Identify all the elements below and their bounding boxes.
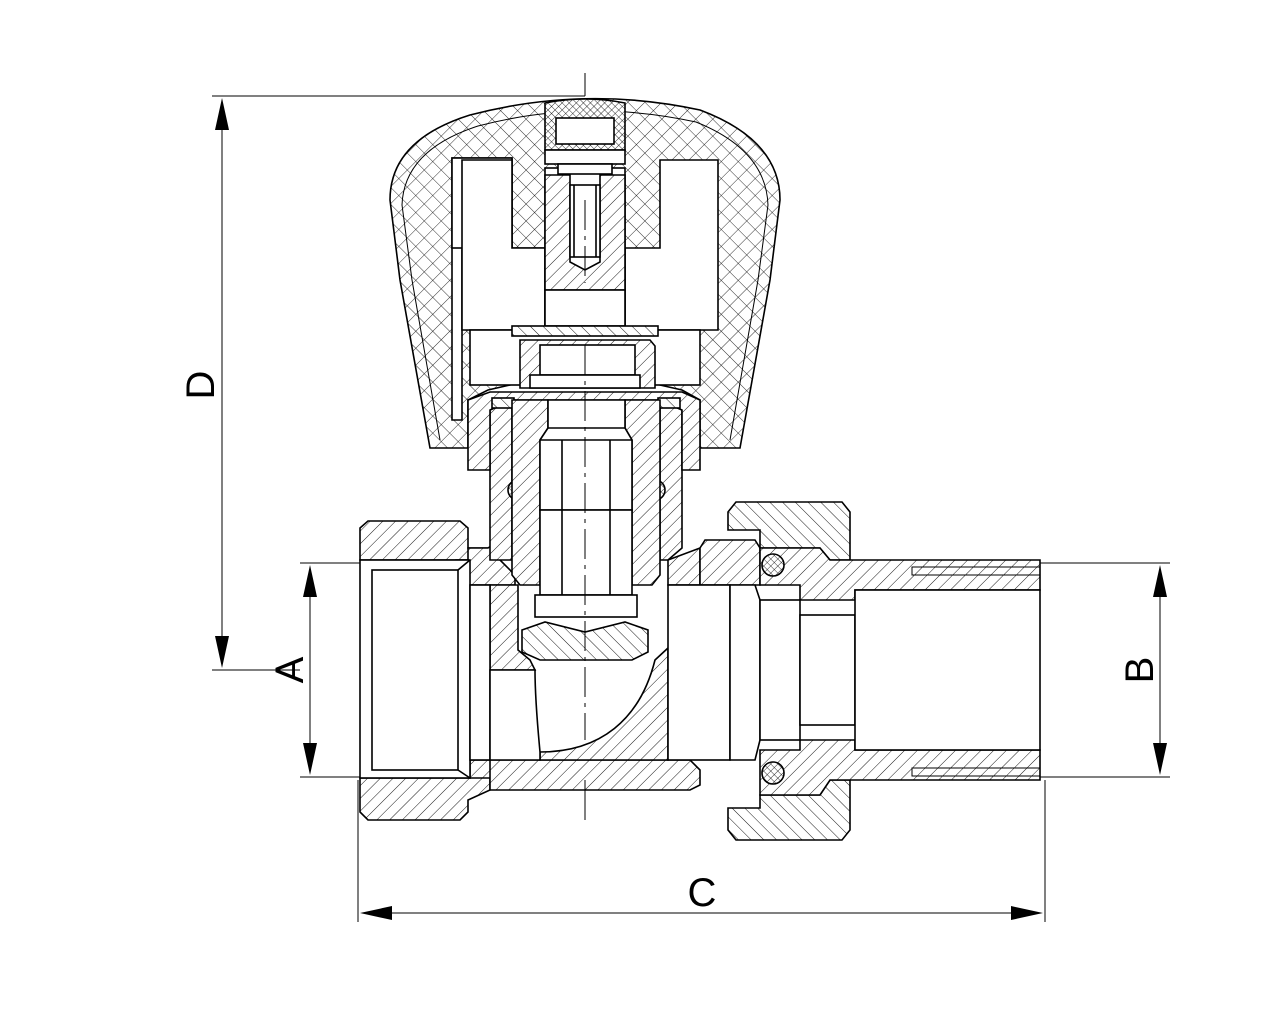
knob-cap: [544, 98, 626, 175]
union-nut: [727, 501, 1041, 841]
dimension-a: A: [268, 562, 362, 778]
tailpiece: [667, 584, 1041, 761]
dimension-b-label: B: [1118, 657, 1162, 684]
dimension-a-label: A: [268, 656, 312, 683]
dimension-d-label: D: [179, 371, 223, 400]
flow-passage: [489, 669, 541, 761]
dimension-c-label: C: [688, 871, 717, 915]
valve-body: [359, 398, 761, 821]
dimension-c: C: [357, 780, 1046, 922]
spindle: [467, 174, 701, 661]
dimension-d: D: [179, 95, 585, 671]
left-port: [359, 559, 491, 779]
dimension-b: B: [1040, 562, 1170, 778]
